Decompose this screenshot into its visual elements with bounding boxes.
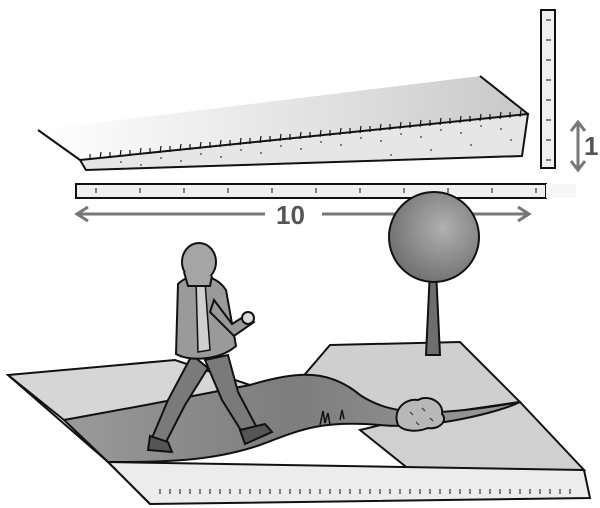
run-ruler <box>75 183 576 199</box>
ramp-front-face <box>78 112 530 172</box>
walking-person <box>146 242 274 454</box>
run-dimension-label: 10 <box>270 202 311 228</box>
rise-ruler <box>540 9 556 169</box>
rise-arrow <box>569 119 587 173</box>
walking-path <box>61 373 521 464</box>
tree <box>388 191 480 356</box>
tree-canopy <box>388 191 480 283</box>
ramp-top-surface <box>38 76 528 160</box>
bush <box>395 396 446 432</box>
rise-dimension-label: 1 <box>584 131 599 161</box>
ramp-wedge <box>37 75 530 172</box>
ground-slab <box>5 340 592 506</box>
